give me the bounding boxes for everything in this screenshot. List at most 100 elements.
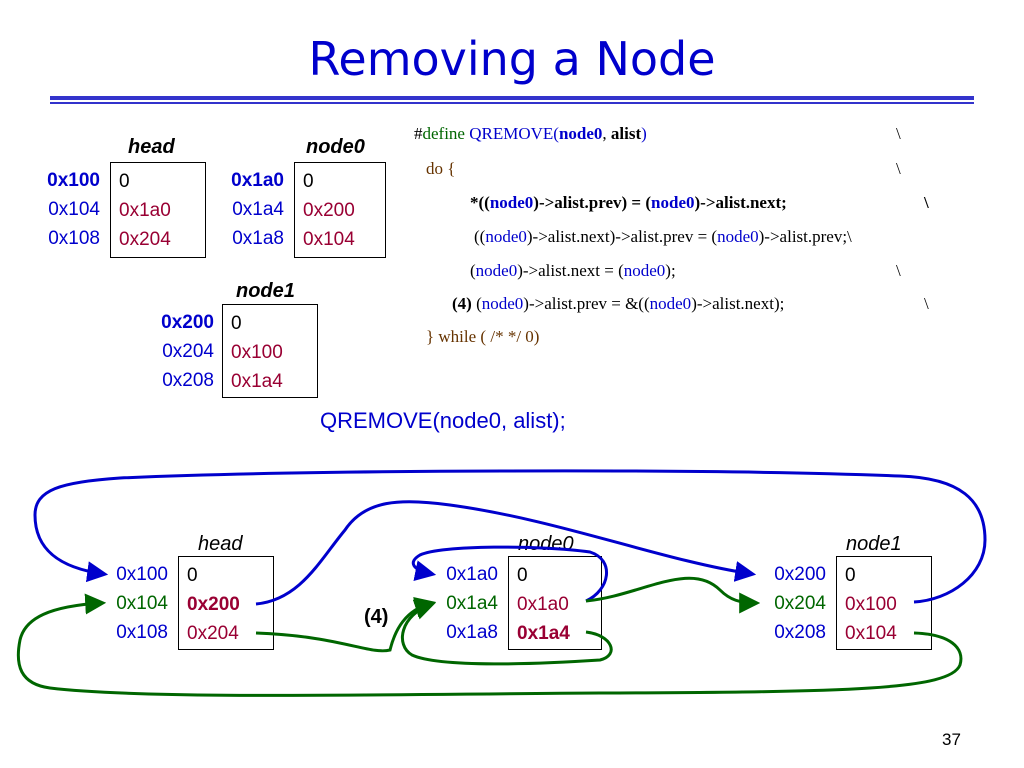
code-line-3-continuation: \ <box>924 193 929 212</box>
top-head-box: 0 0x1a0 0x204 <box>110 162 206 258</box>
top-node1-cell-2: 0x1a4 <box>231 371 283 392</box>
code-line-2: do { <box>426 159 456 178</box>
code-arg-sep: , <box>602 124 611 143</box>
slide-title: Removing a Node <box>308 32 716 86</box>
code-macro-close: ) <box>641 124 647 143</box>
top-node0-addr-0: 0x1a0 <box>231 170 284 191</box>
code-line-3-node0-a: node0 <box>489 193 534 212</box>
code-line-5-node0-a: node0 <box>475 261 518 280</box>
code-line-3-node0-b: node0 <box>651 193 695 212</box>
bottom-node0-cell-2: 0x1a4 <box>517 623 570 644</box>
code-macro-name: QREMOVE( <box>469 124 559 143</box>
top-node1-cell-1: 0x100 <box>231 342 283 363</box>
top-head-cell-0: 0 <box>119 171 130 192</box>
top-head-addr-1: 0x104 <box>48 199 100 220</box>
bottom-node1-addr-2: 0x208 <box>774 622 826 643</box>
top-node0-addr-1: 0x1a4 <box>232 199 284 220</box>
top-node1-label: node1 <box>236 280 295 302</box>
arrow-head-prev-to-node0 <box>255 597 437 653</box>
title-rule-thin <box>50 102 974 104</box>
code-line-6-node0-b: node0 <box>649 294 692 313</box>
top-head-label: head <box>128 136 175 158</box>
code-line-6-part-1: ( <box>471 294 482 313</box>
code-hash: # <box>414 124 423 143</box>
bottom-node1-cell-0: 0 <box>845 565 856 586</box>
top-head-addr-0: 0x100 <box>47 170 100 191</box>
bottom-node1-cell-1: 0x100 <box>845 594 897 615</box>
top-node0-addr-2: 0x1a8 <box>232 228 284 249</box>
bottom-node1-addr-1: 0x204 <box>774 593 826 614</box>
bottom-node1-addresses: 0x200 0x204 0x208 <box>746 560 826 647</box>
bottom-head-cell-1: 0x200 <box>187 594 240 615</box>
step-4-label: (4) <box>364 606 389 628</box>
code-line-5-part-1: ( <box>470 261 476 280</box>
top-node0-label: node0 <box>306 136 365 158</box>
bottom-head-addr-1: 0x104 <box>116 593 168 614</box>
bottom-head-label: head <box>198 533 243 555</box>
code-line-5-part-2: )->alist.next = ( <box>517 261 624 280</box>
bottom-node0-addresses: 0x1a0 0x1a4 0x1a8 <box>418 560 498 647</box>
code-line-6: (4) (node0)->alist.prev = &((node0)->ali… <box>452 294 784 314</box>
bottom-head-cell-0: 0 <box>187 565 198 586</box>
code-line-4-part-3: )->alist.prev;\ <box>758 227 852 246</box>
arrow-node0-prev-to-self <box>400 599 613 666</box>
code-line-1: #define QREMOVE(node0, alist) <box>414 124 647 144</box>
top-node1-addr-2: 0x208 <box>162 370 214 391</box>
top-head-cell-2: 0x204 <box>119 229 171 250</box>
bottom-node1-cell-2: 0x104 <box>845 623 897 644</box>
bottom-node1-label: node1 <box>846 533 902 555</box>
bottom-node1-addr-0: 0x200 <box>774 564 826 585</box>
page-number: 37 <box>942 730 961 749</box>
bottom-node0-addr-0: 0x1a0 <box>446 564 498 585</box>
code-line-4-node0-a: node0 <box>485 227 527 246</box>
top-node0-box: 0 0x200 0x104 <box>294 162 386 258</box>
code-line-6-part-3: )->alist.next); <box>691 294 785 313</box>
code-line-4: ((node0)->alist.next)->alist.prev = (nod… <box>474 227 852 247</box>
top-head-addr-2: 0x108 <box>48 228 100 249</box>
bottom-head-addr-2: 0x108 <box>116 622 168 643</box>
arrow-head-next-to-node1 <box>255 500 757 606</box>
code-line-3-part-2: )->alist.prev) = ( <box>533 193 652 212</box>
top-node0-cell-2: 0x104 <box>303 229 355 250</box>
code-line-6-part-2: )->alist.prev = &(( <box>523 294 650 313</box>
code-line-3-part-3: )->alist.next; <box>694 193 787 212</box>
title-rule <box>50 96 974 100</box>
top-head-addresses: 0x100 0x104 0x108 <box>20 166 100 253</box>
bottom-head-addresses: 0x100 0x104 0x108 <box>88 560 168 647</box>
macro-call: QREMOVE(node0, alist); <box>320 408 566 433</box>
code-line-6-node0-a: node0 <box>481 294 524 313</box>
top-node0-cell-1: 0x200 <box>303 200 355 221</box>
code-line-5-node0-b: node0 <box>623 261 666 280</box>
top-node1-addr-1: 0x204 <box>162 341 214 362</box>
code-arg-alist: alist <box>610 124 642 143</box>
top-node1-box: 0 0x100 0x1a4 <box>222 304 318 398</box>
code-line-4-node0-b: node0 <box>717 227 759 246</box>
bottom-node0-cell-1: 0x1a0 <box>517 594 569 615</box>
code-line-6-continuation: \ <box>924 294 929 313</box>
code-line-5: (node0)->alist.next = (node0); <box>470 261 676 281</box>
top-node0-addresses: 0x1a0 0x1a4 0x1a8 <box>204 166 284 253</box>
top-head-cell-1: 0x1a0 <box>119 200 171 221</box>
code-line-3-part-1: *(( <box>470 193 490 212</box>
arrow-node0-to-node1-prev <box>585 576 761 614</box>
arrow-node0-next-to-self <box>411 545 608 603</box>
code-line-7: } while ( /* */ 0) <box>426 327 540 346</box>
bottom-head-cell-2: 0x204 <box>187 623 239 644</box>
code-line-4-part-1: (( <box>474 227 486 246</box>
bottom-head-addr-0: 0x100 <box>116 564 168 585</box>
bottom-node0-box: 0 0x1a0 0x1a4 <box>508 556 602 650</box>
code-line-2-continuation: \ <box>896 159 901 178</box>
top-node0-cell-0: 0 <box>303 171 314 192</box>
code-line-4-part-2: )->alist.next)->alist.prev = ( <box>526 227 718 246</box>
bottom-node0-addr-1: 0x1a4 <box>446 593 498 614</box>
code-line-5-part-3: ); <box>665 261 676 280</box>
top-node1-addr-0: 0x200 <box>161 312 214 333</box>
top-node1-addresses: 0x200 0x204 0x208 <box>134 308 214 395</box>
code-line-1-continuation: \ <box>896 124 901 143</box>
bottom-node0-addr-2: 0x1a8 <box>446 622 498 643</box>
bottom-node0-cell-0: 0 <box>517 565 528 586</box>
arrow-node1-next-to-head <box>33 469 987 604</box>
top-node1-cell-0: 0 <box>231 313 242 334</box>
code-line-6-step: (4) <box>452 294 472 313</box>
